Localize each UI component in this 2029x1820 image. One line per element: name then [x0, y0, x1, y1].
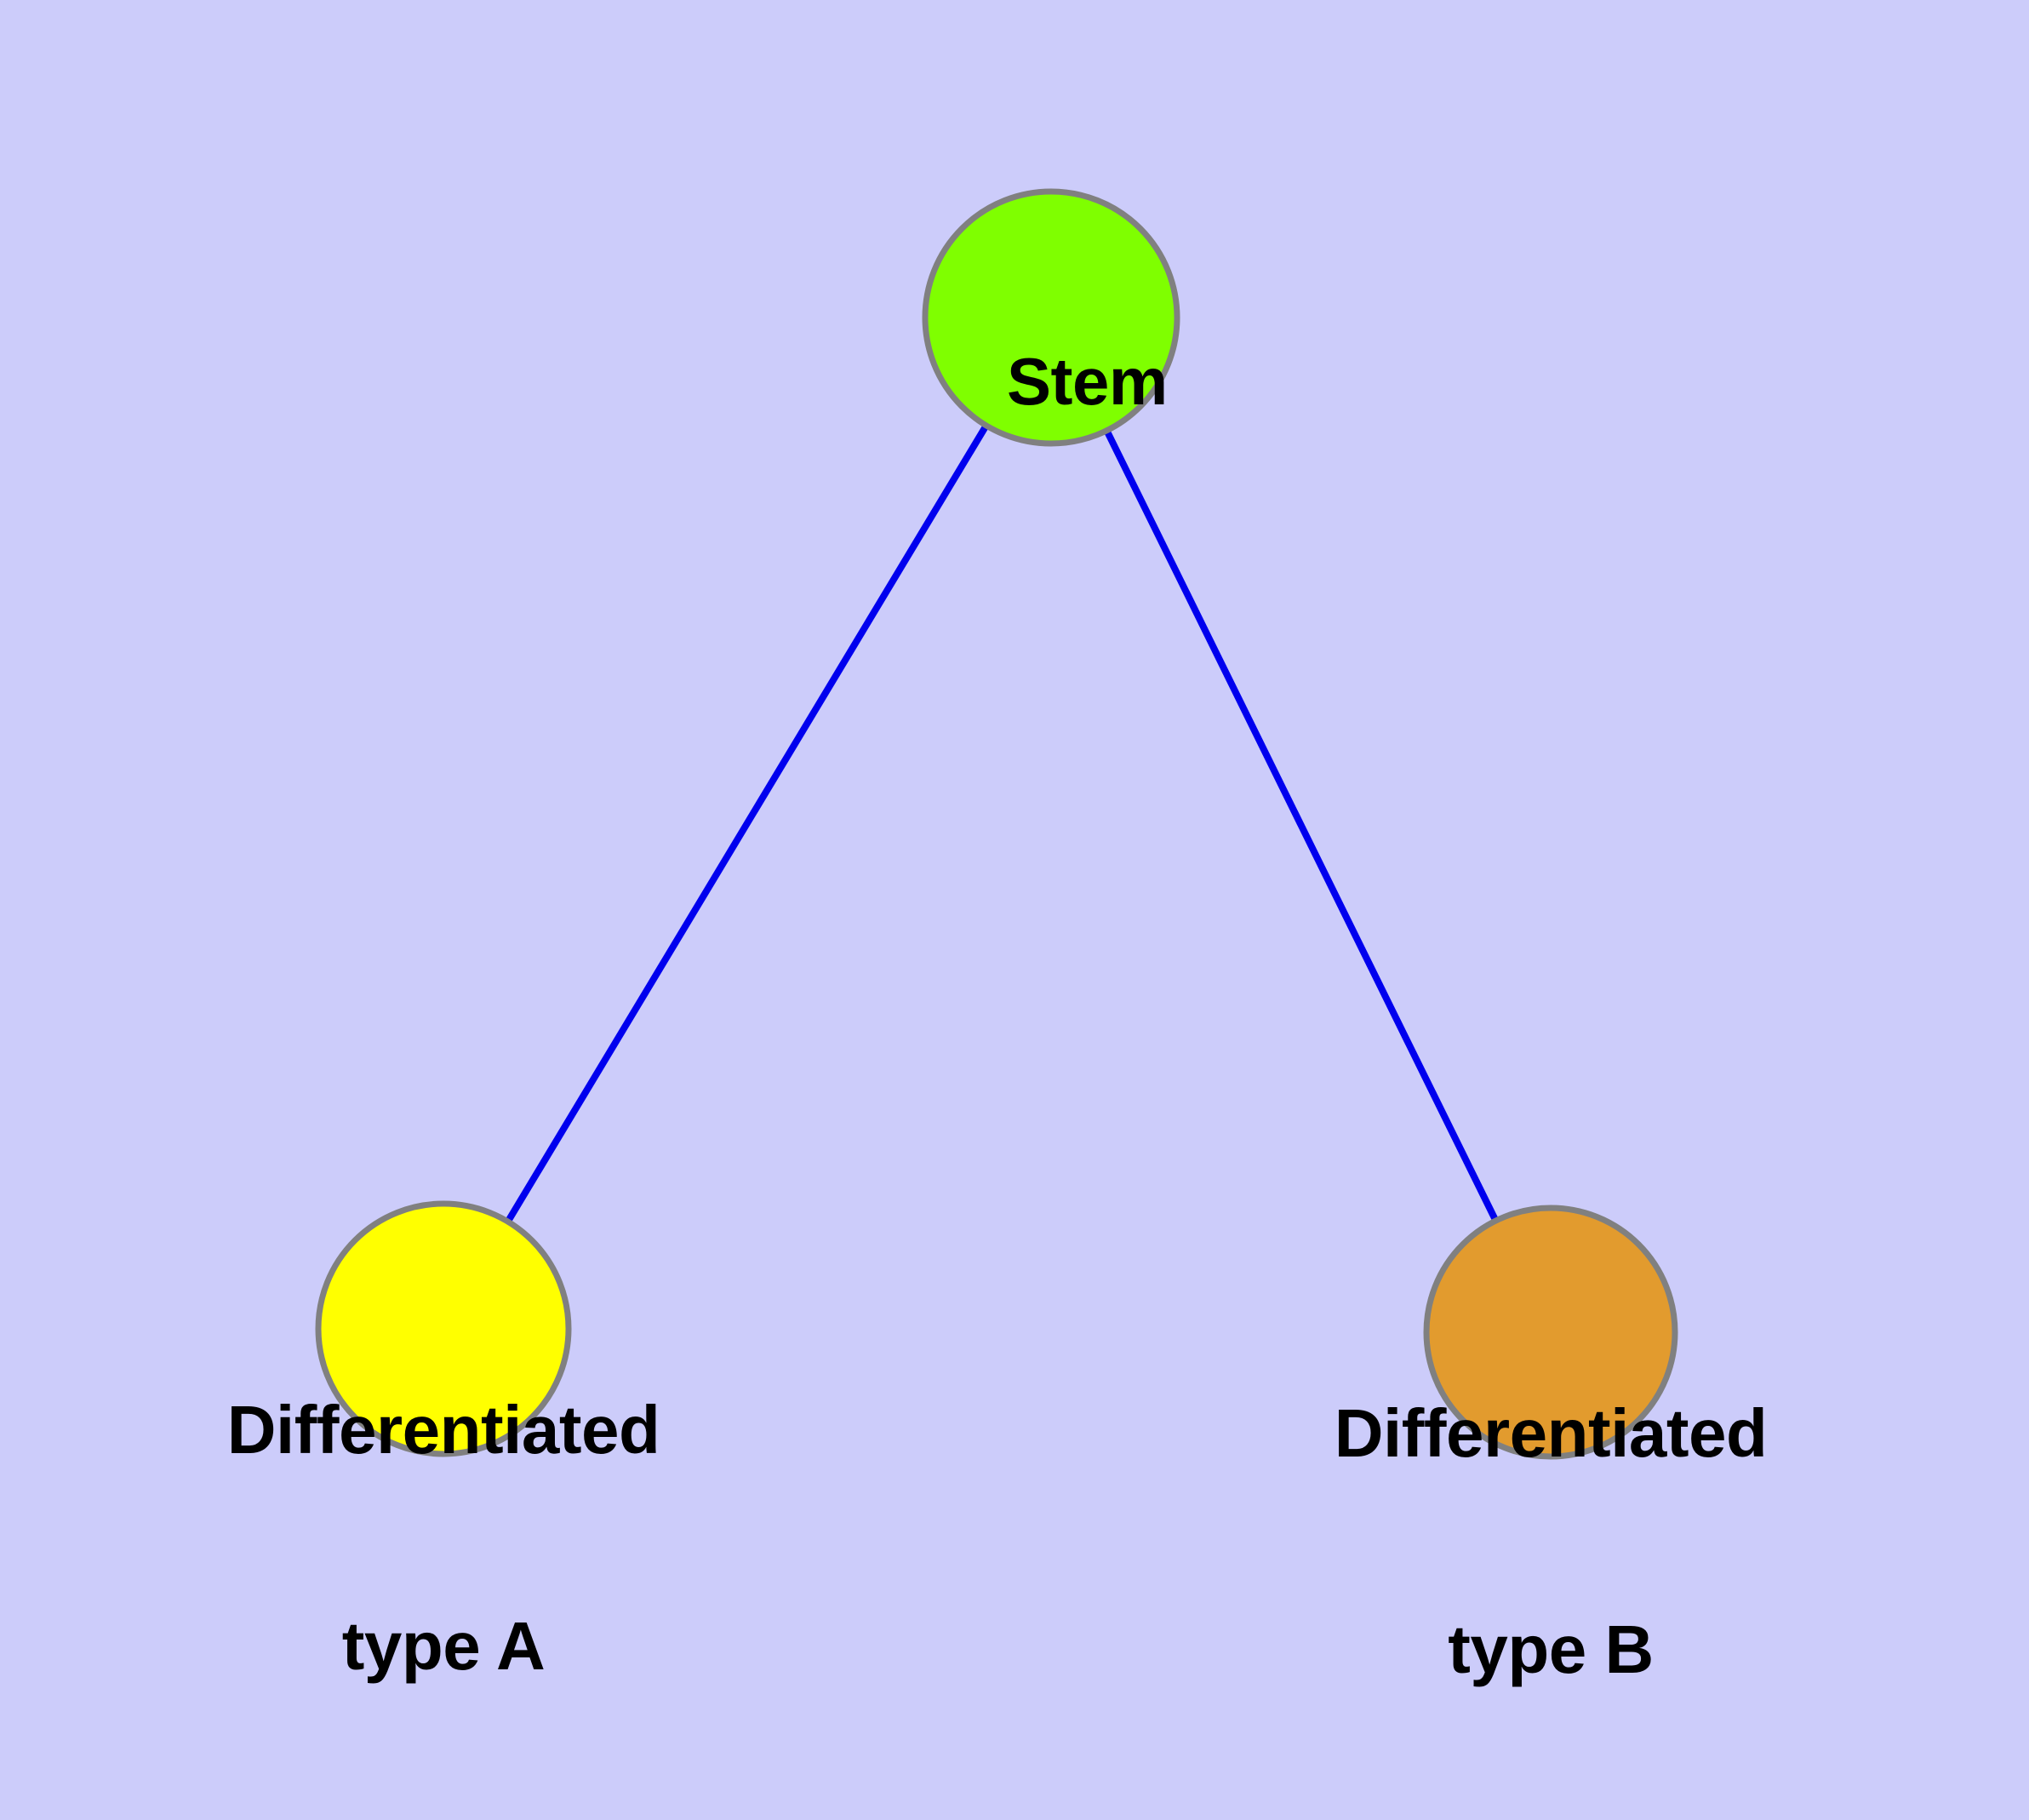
- node-stem[interactable]: [922, 188, 1180, 447]
- edge-stem-to-type-b[interactable]: [1048, 316, 1554, 1334]
- node-differentiated-type-b[interactable]: [1423, 1205, 1678, 1460]
- edges-group: [440, 315, 1554, 1334]
- edge-stem-to-type-a[interactable]: [440, 315, 1055, 1331]
- node-differentiated-type-a[interactable]: [315, 1200, 572, 1457]
- nodes-group: [315, 188, 1678, 1460]
